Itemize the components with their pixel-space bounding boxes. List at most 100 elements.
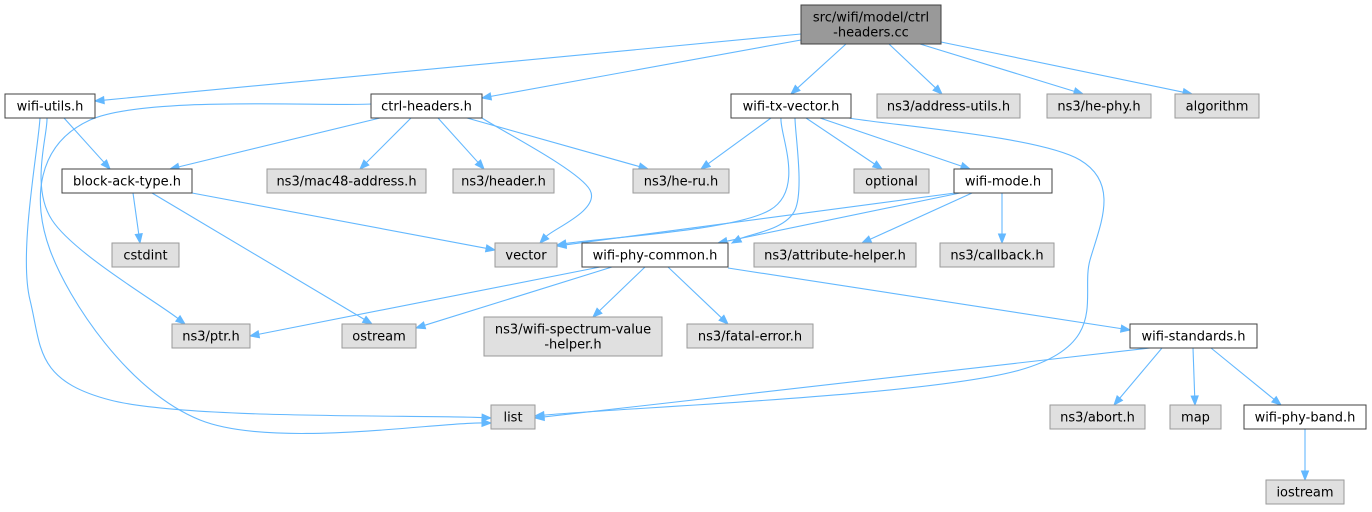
arrowhead	[699, 159, 712, 170]
node-label: vector	[505, 249, 547, 264]
edge-line	[667, 266, 722, 319]
edge-line	[437, 117, 479, 163]
node-wifi-standards[interactable]: wifi-standards.h	[1129, 323, 1258, 349]
node-box	[483, 316, 663, 357]
node-label: map	[1181, 411, 1210, 426]
edge-wifi_tx_vector-to-optional	[805, 117, 884, 170]
arrowhead	[248, 330, 261, 339]
node-box	[1046, 93, 1152, 119]
edge-wifi_mode-to-attribute_helper	[860, 192, 973, 244]
node-box	[4, 93, 96, 119]
edge-block_ack_type-to-ostream	[151, 192, 374, 325]
edge-wifi_tx_vector-to-he_ru	[699, 117, 772, 170]
edge-line	[40, 117, 179, 319]
arrowhead	[480, 92, 493, 101]
node-box	[1174, 93, 1260, 119]
node-box	[581, 242, 729, 268]
node-label: wifi-utils.h	[17, 100, 84, 115]
node-wifi-phy-band[interactable]: wifi-phy-band.h	[1243, 404, 1367, 430]
arrowhead	[718, 314, 730, 325]
arrowhead	[1119, 324, 1132, 333]
edge-line	[543, 347, 1151, 418]
edge-line	[63, 117, 105, 163]
node-box	[853, 168, 930, 194]
node-box	[953, 168, 1053, 194]
arrowhead	[481, 413, 493, 422]
node-label: ns3/header.h	[461, 175, 546, 190]
node-header: ns3/header.h	[452, 168, 555, 194]
node-box	[1049, 404, 1146, 430]
node-box	[61, 168, 193, 194]
edge-line	[103, 33, 802, 101]
node-label: ns3/address-utils.h	[887, 100, 1010, 115]
node-ctrl-headers[interactable]: ctrl-headers.h	[370, 93, 483, 119]
node-label: iostream	[1276, 486, 1333, 501]
edge-line	[1119, 347, 1163, 399]
node-wifi-tx-vector[interactable]: wifi-tx-vector.h	[730, 93, 852, 119]
node-box	[1129, 323, 1258, 349]
edge-line	[258, 266, 601, 335]
arrowhead	[932, 84, 944, 95]
node-block-ack-type[interactable]: block-ack-type.h	[61, 168, 193, 194]
arrowhead	[414, 321, 427, 330]
edge-line	[178, 117, 381, 168]
arrowhead	[481, 418, 493, 428]
node-box	[341, 323, 417, 349]
edge-root-to-ctrl_headers	[480, 39, 802, 101]
edge-wifi_tx_vector-to-wifi_mode	[819, 117, 972, 170]
node-cstdint: cstdint	[111, 242, 180, 268]
node-label: src/wifi/model/ctrl	[813, 11, 929, 26]
edge-wifi_utils-to-ptr	[40, 117, 187, 325]
edge-wifi_tx_vector-to-wifi_phy_common	[730, 117, 800, 244]
edge-line	[727, 267, 1122, 330]
node-label: list	[503, 411, 522, 426]
edge-root-to-wifi_utils	[93, 33, 802, 105]
edge-line	[797, 43, 847, 89]
edge-wifi_tx_vector-to-list	[533, 117, 1105, 420]
edge-root-to-he_phy	[919, 43, 1085, 96]
edge-line	[805, 117, 875, 165]
node-box	[1243, 404, 1367, 430]
edge-line	[481, 117, 593, 237]
arrowhead	[1190, 395, 1199, 407]
edge-wifi_mode-to-callback	[997, 193, 1007, 245]
node-wifi-phy-common[interactable]: wifi-phy-common.h	[581, 242, 729, 268]
arrowhead	[134, 233, 143, 245]
edge-ctrl_headers-to-block_ack_type	[168, 117, 381, 171]
node-callback: ns3/callback.h	[939, 242, 1055, 268]
edge-line	[39, 103, 483, 435]
arrowhead	[1270, 395, 1283, 406]
node-box	[111, 242, 180, 268]
node-box	[939, 242, 1055, 268]
node-label: ns3/he-ru.h	[644, 175, 719, 190]
edge-root-to-address_utils	[888, 43, 944, 95]
node-label: wifi-tx-vector.h	[743, 100, 840, 115]
arrowhead	[93, 95, 105, 105]
node-box	[876, 93, 1021, 119]
node-abort: ns3/abort.h	[1049, 404, 1146, 430]
edge-line	[543, 117, 1105, 416]
node-wifi-utils[interactable]: wifi-utils.h	[4, 93, 96, 119]
node-ostream: ostream	[341, 323, 417, 349]
edge-block_ack_type-to-vector	[191, 192, 497, 253]
node-box	[730, 93, 852, 119]
edge-wifi_phy_common-to-ptr	[248, 266, 601, 339]
node-box	[266, 168, 427, 194]
edge-line	[919, 43, 1075, 92]
arrowhead	[539, 233, 550, 245]
node-box	[753, 242, 917, 268]
edge-wifi_standards-to-map	[1190, 347, 1199, 407]
node-root[interactable]: src/wifi/model/ctrl-headers.cc	[800, 4, 942, 45]
node-label: block-ack-type.h	[73, 175, 181, 190]
node-box	[632, 168, 730, 194]
edge-line	[466, 117, 640, 168]
node-label: wifi-standards.h	[1142, 330, 1246, 345]
node-label: cstdint	[123, 249, 167, 264]
node-iostream: iostream	[1265, 479, 1345, 505]
node-label: ns3/callback.h	[950, 249, 1043, 264]
arrowhead	[174, 314, 187, 325]
edge-ctrl_headers-to-vector	[481, 117, 593, 245]
edge-line	[132, 192, 140, 235]
node-wifi-mode[interactable]: wifi-mode.h	[953, 168, 1053, 194]
dependency-edges	[25, 33, 1310, 482]
